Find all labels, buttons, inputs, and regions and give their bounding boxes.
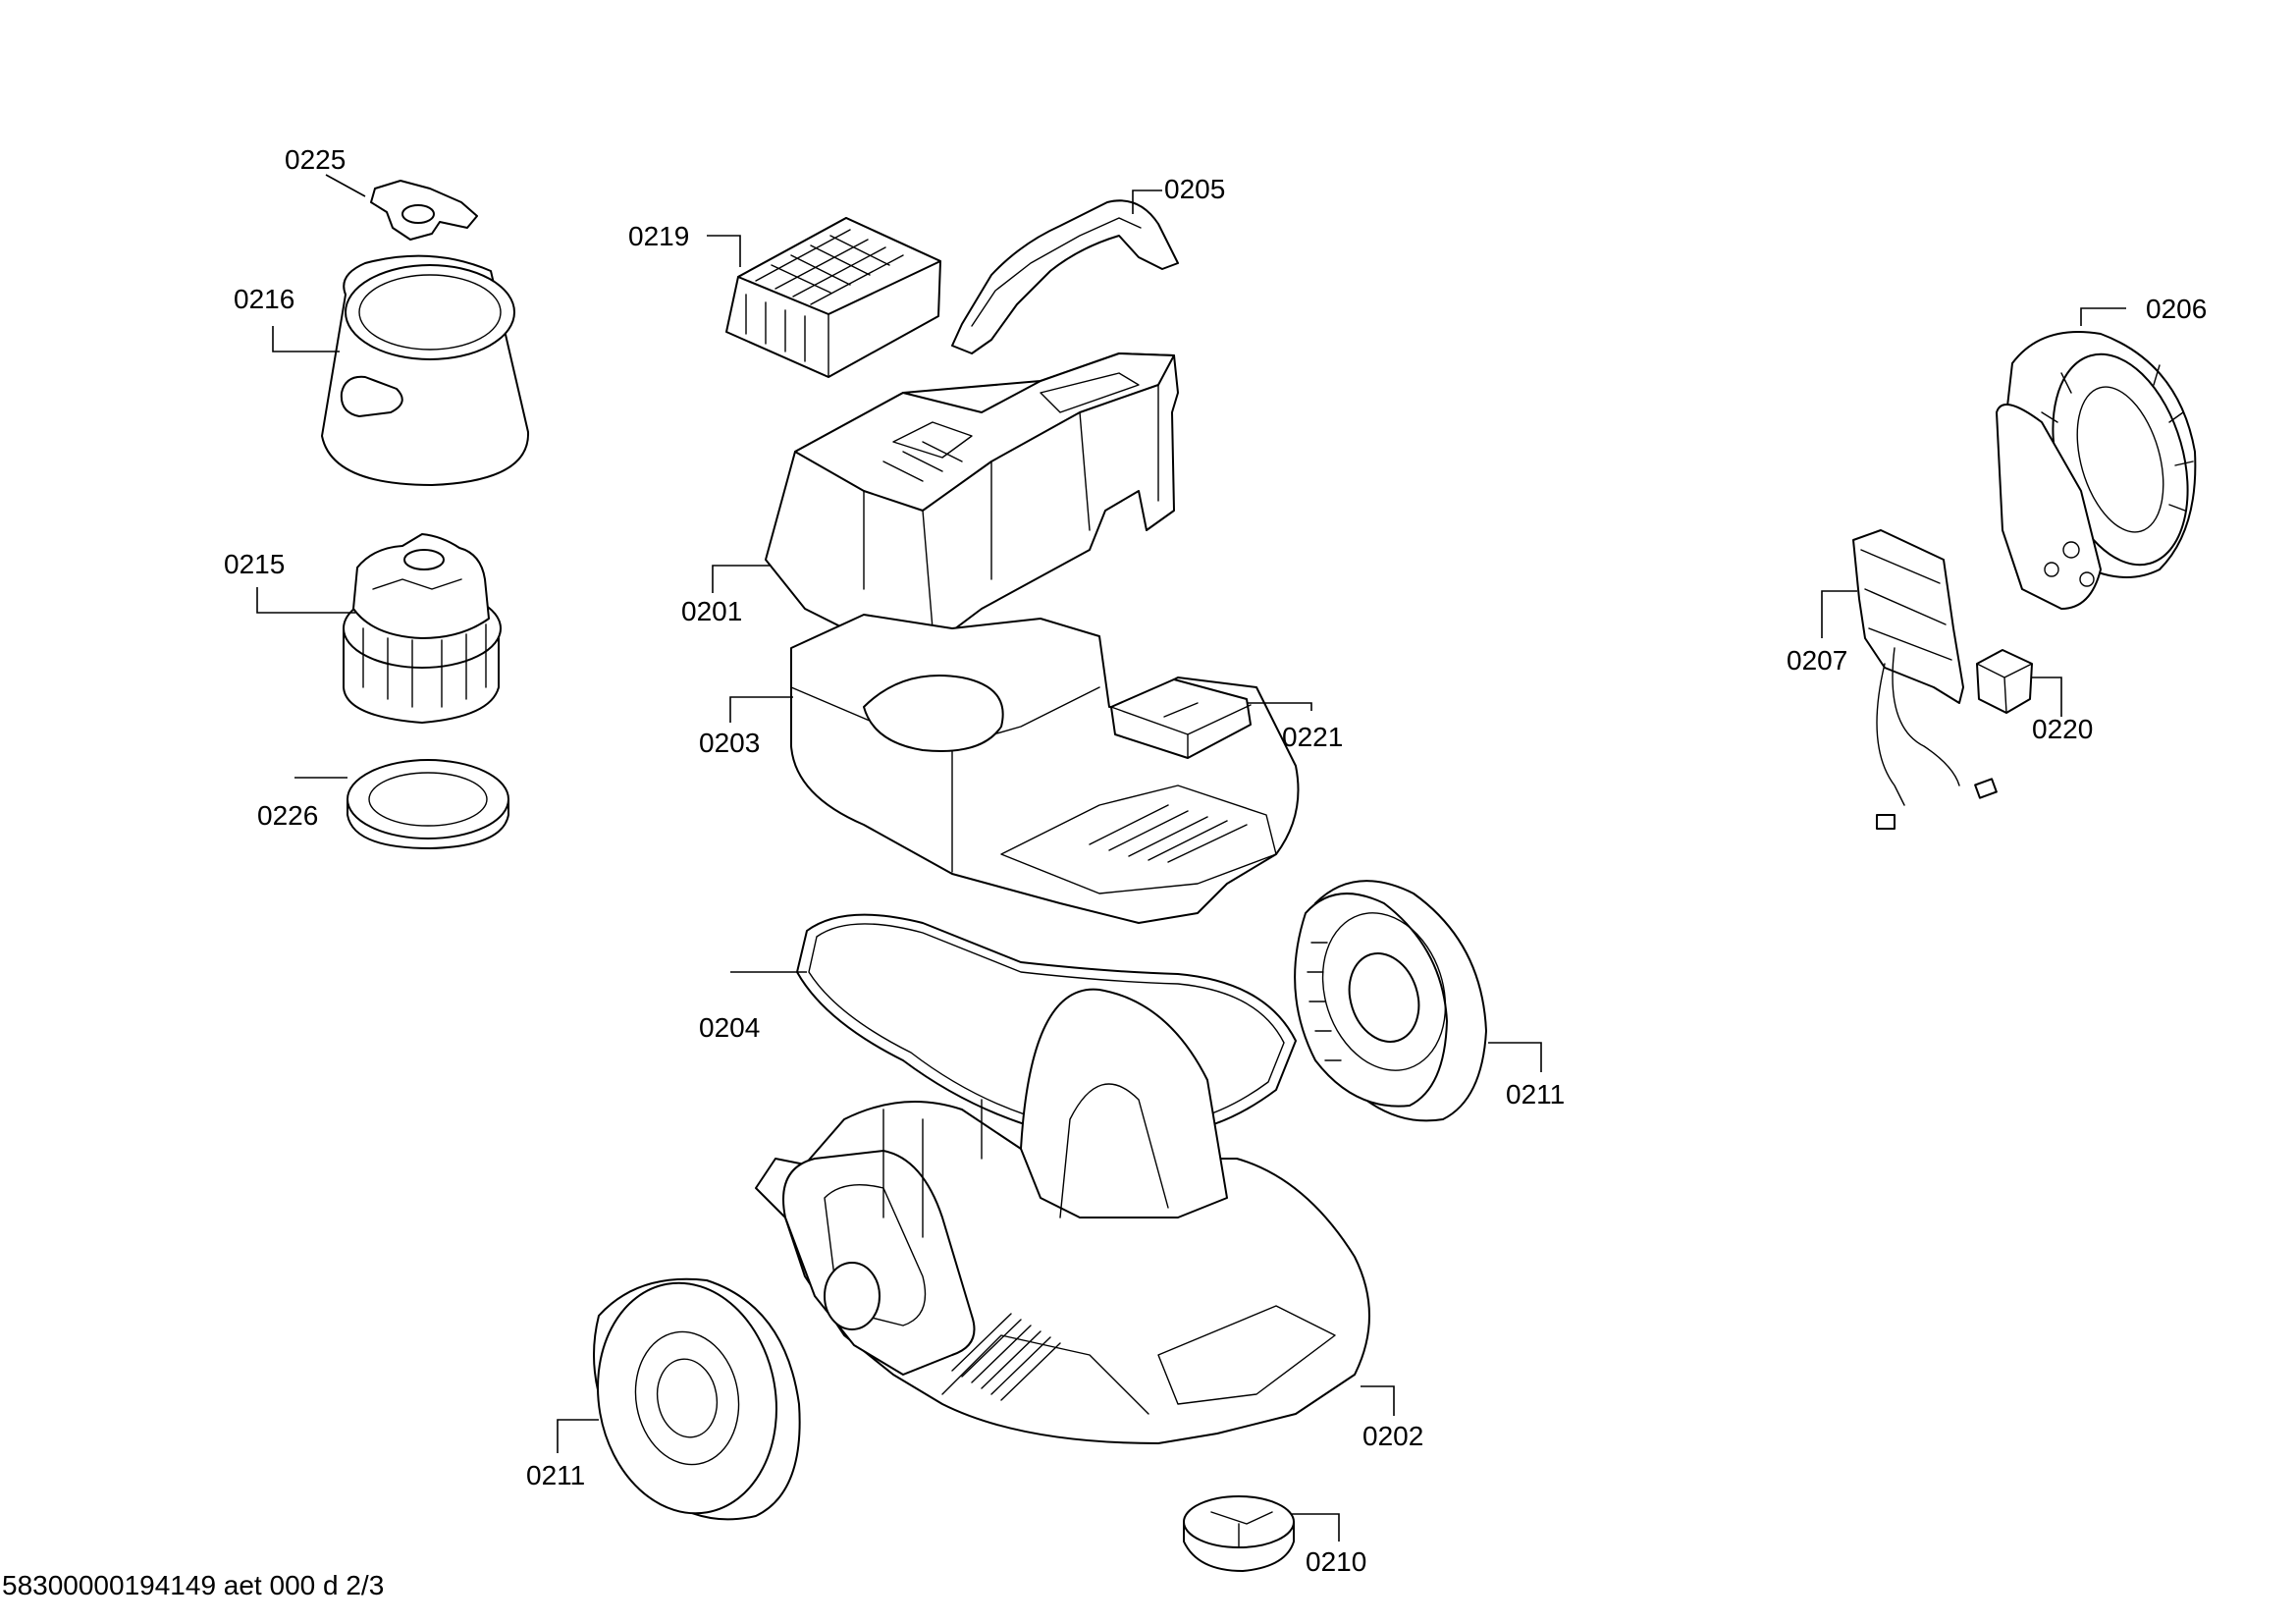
callout-0211-left: 0211 bbox=[526, 1460, 585, 1490]
part-0219-hepa-filter bbox=[725, 217, 941, 378]
leader-0210 bbox=[1292, 1513, 1340, 1542]
leader-0211-right bbox=[1488, 1042, 1542, 1072]
leader-0221 bbox=[1247, 702, 1312, 711]
callout-0203: 0203 bbox=[699, 728, 760, 758]
leader-lines bbox=[256, 174, 2126, 1542]
part-0220-switch bbox=[1976, 649, 2033, 714]
part-0225-cap bbox=[370, 180, 478, 241]
part-0210-small-part bbox=[1183, 1495, 1295, 1572]
leader-0203 bbox=[729, 696, 793, 723]
callout-0207: 0207 bbox=[1787, 645, 1847, 676]
part-0221-cover-pad bbox=[1110, 678, 1252, 759]
leader-0211-left bbox=[557, 1419, 599, 1453]
callout-0220: 0220 bbox=[2032, 714, 2093, 744]
leader-0220 bbox=[2032, 677, 2062, 717]
part-0203-middle-housing bbox=[790, 614, 1300, 924]
callout-0211-right: 0211 bbox=[1506, 1079, 1565, 1110]
leader-0206 bbox=[2080, 307, 2126, 326]
callout-0215: 0215 bbox=[224, 549, 285, 579]
callout-0206: 0206 bbox=[2146, 294, 2207, 324]
callout-0210: 0210 bbox=[1306, 1546, 1366, 1577]
leader-0219 bbox=[707, 235, 741, 267]
part-0205-carry-handle bbox=[951, 199, 1179, 354]
callout-0216: 0216 bbox=[234, 284, 294, 314]
part-0211-front-wheel bbox=[593, 1277, 801, 1521]
part-0201-top-housing bbox=[765, 352, 1179, 649]
leader-0201 bbox=[712, 565, 770, 593]
callout-0226: 0226 bbox=[257, 800, 318, 831]
leader-0216 bbox=[272, 326, 340, 352]
callout-labels: 0225 0216 0215 0226 0219 0205 0201 0203 … bbox=[224, 144, 2207, 1577]
leader-0215 bbox=[256, 587, 355, 614]
document-id: 58300000194149 aet 000 d 2/3 bbox=[2, 1570, 384, 1600]
part-0211-rear-wheel bbox=[1294, 880, 1487, 1122]
leader-0207 bbox=[1821, 590, 1857, 638]
leader-0202 bbox=[1361, 1385, 1395, 1416]
callout-0205: 0205 bbox=[1164, 174, 1225, 204]
callout-0202: 0202 bbox=[1362, 1421, 1423, 1451]
part-0206-cable-reel bbox=[1996, 331, 2197, 610]
callout-0204: 0204 bbox=[699, 1012, 760, 1043]
callout-0221: 0221 bbox=[1282, 722, 1343, 752]
callout-0219: 0219 bbox=[628, 221, 689, 251]
leader-0225 bbox=[325, 174, 366, 197]
callout-0225: 0225 bbox=[285, 144, 346, 175]
part-0226-gasket-ring bbox=[347, 759, 509, 849]
part-0216-filter-housing bbox=[321, 254, 530, 486]
leader-0205 bbox=[1132, 189, 1162, 214]
part-0207-circuit-board bbox=[1852, 529, 1998, 830]
callout-0201: 0201 bbox=[681, 596, 742, 626]
part-0215-motor bbox=[343, 533, 502, 724]
part-0202-base-body bbox=[755, 988, 1370, 1444]
